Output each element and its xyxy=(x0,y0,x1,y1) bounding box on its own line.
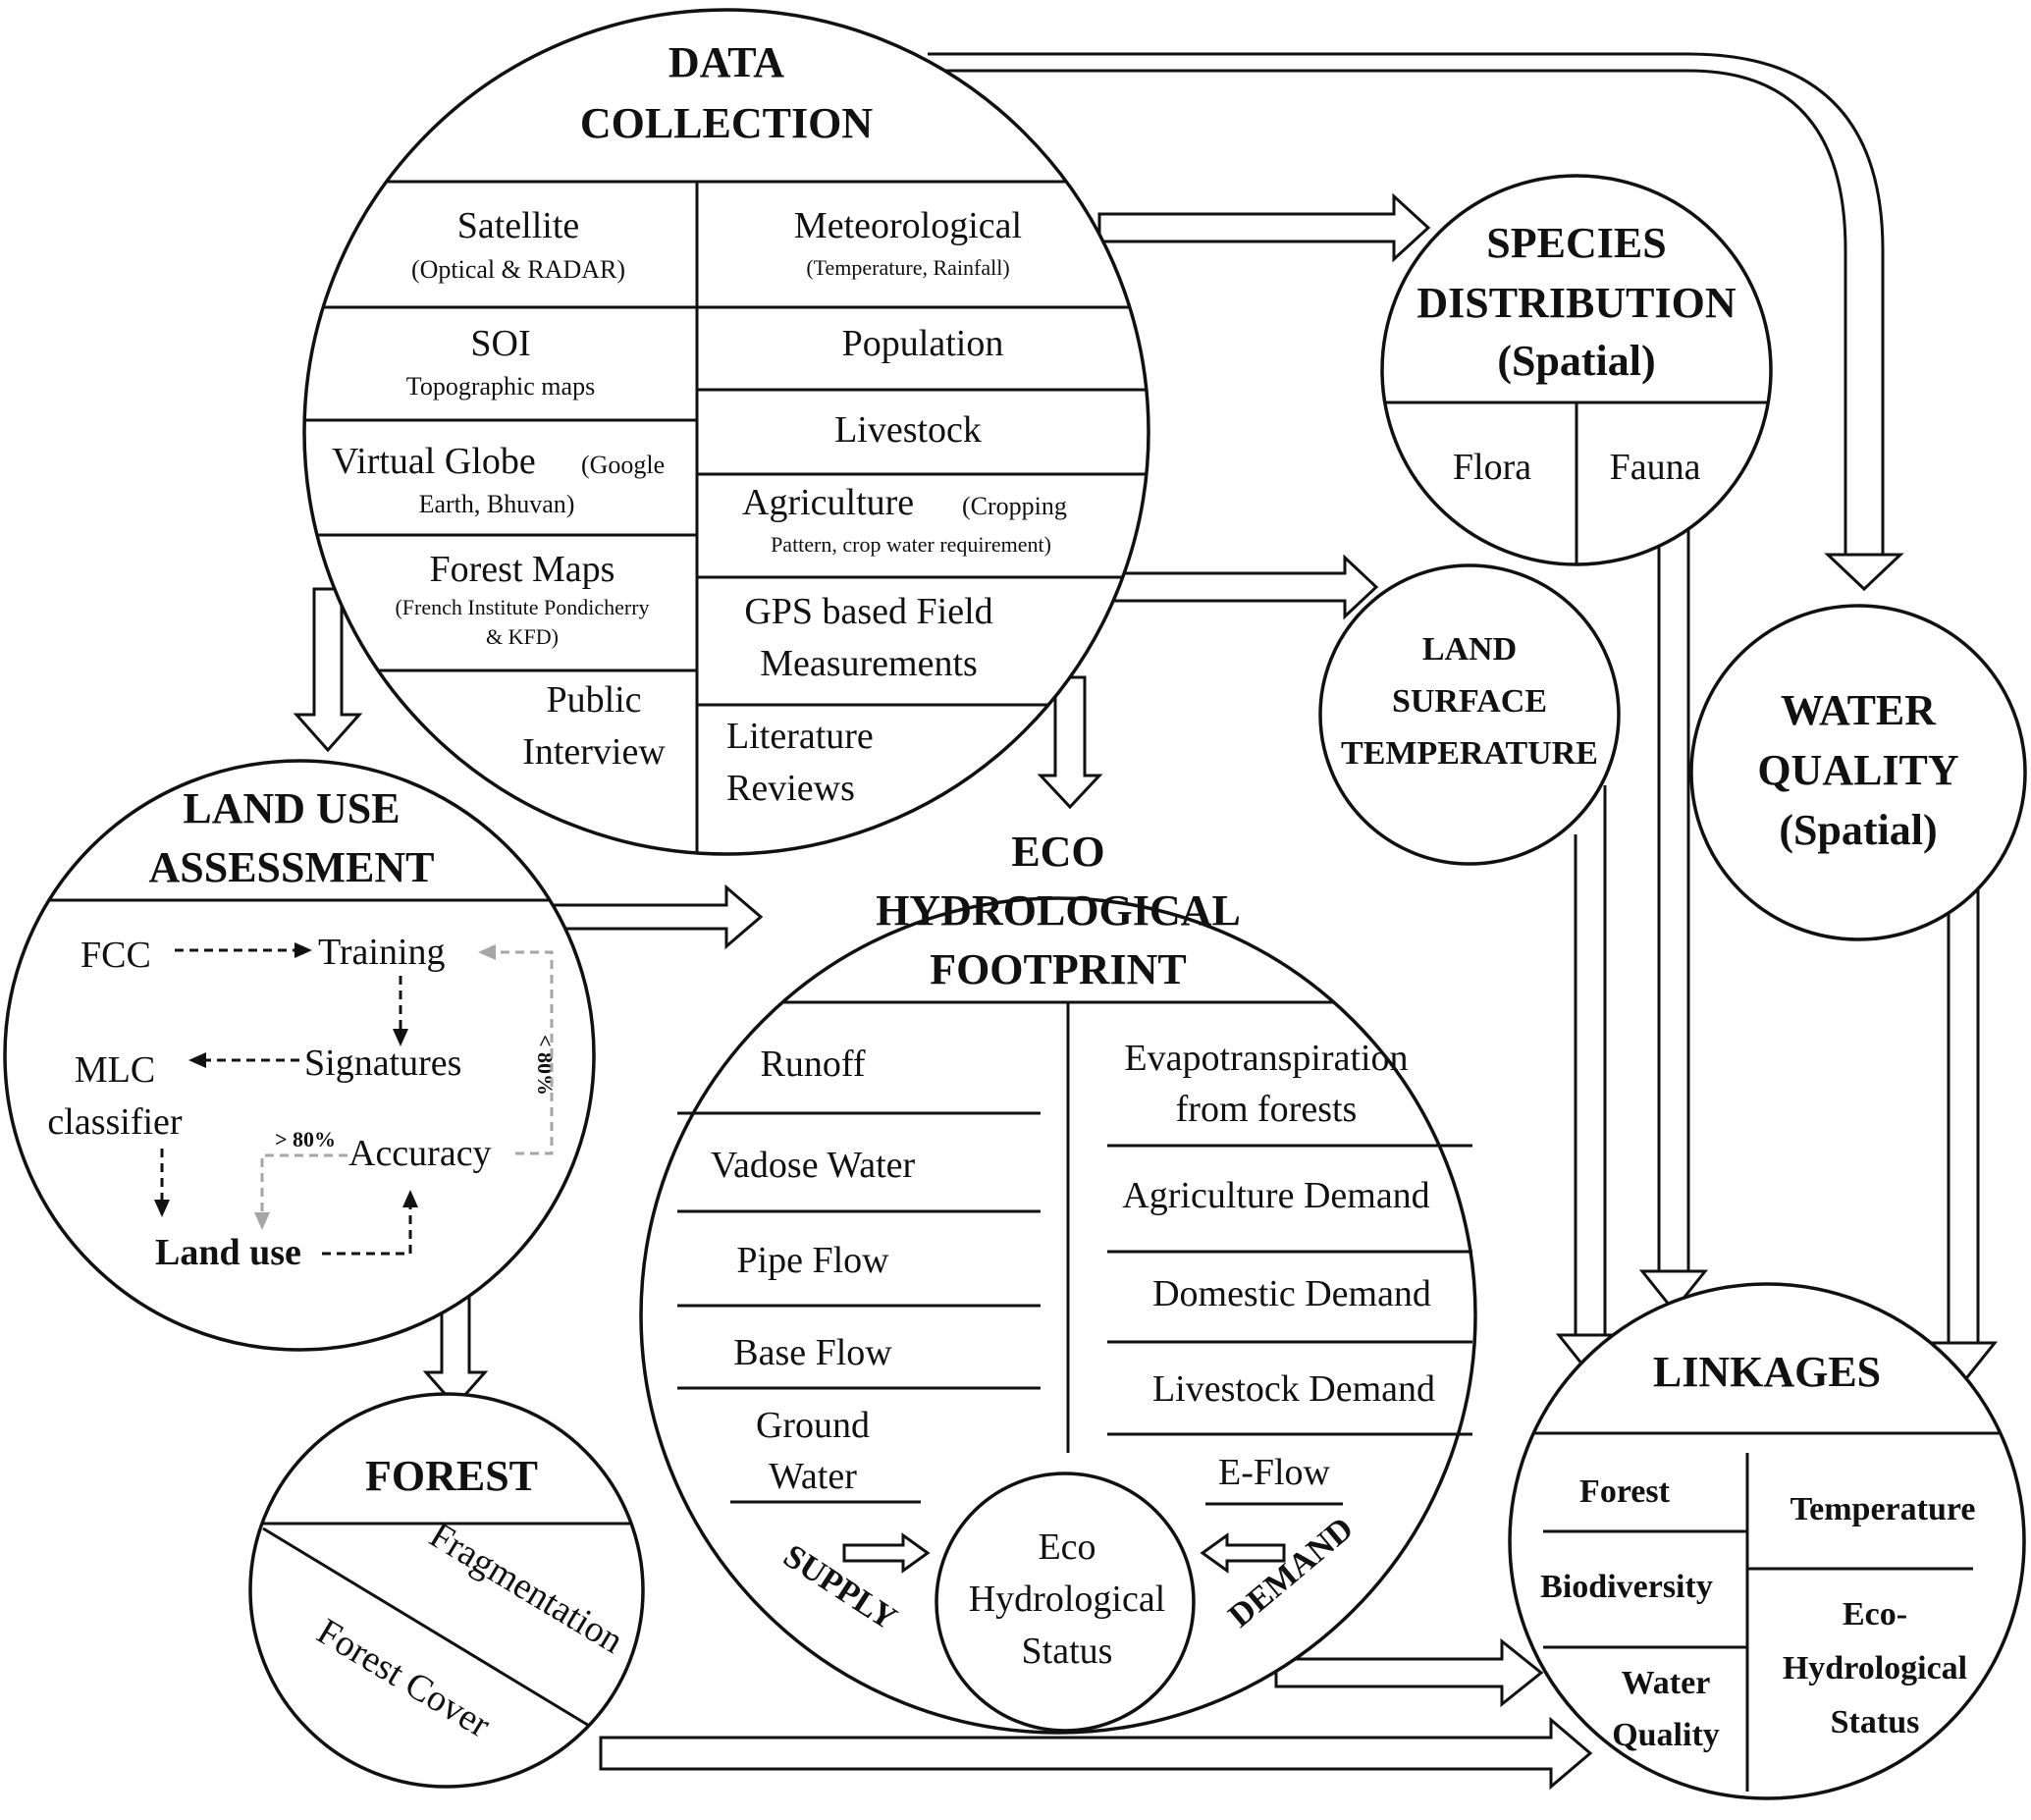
data-collection-title-1: DATA xyxy=(668,38,784,86)
livestock-label: Livestock xyxy=(834,409,982,451)
arrow-land-use-to-forest xyxy=(422,1284,489,1409)
forest-maps-sub1: (French Institute Pondicherry xyxy=(395,595,649,619)
evapo-label-1: Evapotranspiration xyxy=(1124,1038,1408,1079)
arrow-dc-to-species xyxy=(1097,192,1431,263)
land-use-title-1: LAND USE xyxy=(183,784,400,832)
accuracy-label: Accuracy xyxy=(348,1133,492,1174)
pipe-flow-label: Pipe Flow xyxy=(736,1240,889,1281)
arrow-dc-to-water-quality xyxy=(928,52,1885,555)
lt80-label: < 80% xyxy=(533,1035,558,1096)
literature-label-1: Literature xyxy=(726,716,874,757)
arrow-dc-to-land-use xyxy=(293,587,363,753)
lst-title-1: LAND xyxy=(1422,631,1517,668)
eco-status-circle xyxy=(935,1472,1196,1733)
water-quality-title-3: (Spatial) xyxy=(1779,806,1937,854)
linkages-eco-2: Hydrological xyxy=(1783,1650,1967,1686)
eco-status-2: Hydrological xyxy=(969,1579,1166,1620)
data-collection-circle: DATA COLLECTION Satellite (Optical & RAD… xyxy=(302,8,1150,856)
virtual-globe-sub2: Earth, Bhuvan) xyxy=(419,490,575,518)
eflow-label: E-Flow xyxy=(1218,1452,1331,1493)
eco-title-2: HYDROLOGICAL xyxy=(876,886,1241,935)
linkages-water-1: Water xyxy=(1622,1665,1711,1701)
data-collection-title-2: COLLECTION xyxy=(580,99,874,147)
water-quality-title-2: QUALITY xyxy=(1757,746,1958,794)
mlc-label-1: MLC xyxy=(75,1049,155,1091)
signatures-label: Signatures xyxy=(304,1043,461,1084)
virtual-globe-label: Virtual Globe xyxy=(332,441,536,482)
public-label-1: Public xyxy=(546,679,641,721)
flora-label: Flora xyxy=(1453,447,1531,488)
soi-sub: Topographic maps xyxy=(406,372,595,401)
land-use-assessment-circle: LAND USE ASSESSMENT FCC Training Signatu… xyxy=(3,759,596,1352)
soi-label: SOI xyxy=(470,323,530,364)
linkages-water-2: Quality xyxy=(1612,1717,1720,1753)
training-label: Training xyxy=(318,932,446,973)
gps-label-1: GPS based Field xyxy=(744,591,992,632)
land-surface-temperature-circle: LAND SURFACE TEMPERATURE xyxy=(1318,563,1621,866)
agriculture-sub2: Pattern, crop water requirement) xyxy=(771,532,1051,557)
species-distribution-circle: SPECIES DISTRIBUTION (Spatial) Flora Fau… xyxy=(1380,174,1773,566)
eco-hydrological-footprint-circle: ECO HYDROLOGICAL FOOTPRINT Runoff Vadose… xyxy=(639,828,1477,1735)
vadose-water-label: Vadose Water xyxy=(711,1145,916,1186)
linkages-eco-1: Eco- xyxy=(1843,1596,1907,1633)
fcc-label: FCC xyxy=(80,935,151,976)
linkages-temperature: Temperature xyxy=(1790,1491,1976,1527)
arrow-dc-to-lst xyxy=(1097,554,1379,620)
fauna-label: Fauna xyxy=(1610,447,1701,488)
population-label: Population xyxy=(842,323,1004,364)
species-title-2: DISTRIBUTION xyxy=(1416,279,1736,327)
linkages-title: LINKAGES xyxy=(1653,1348,1881,1396)
literature-label-2: Reviews xyxy=(726,768,855,809)
forest-circle: FOREST Fragmentation Forest Cover xyxy=(248,1392,645,1789)
mlc-label-2: classifier xyxy=(47,1101,183,1143)
eco-title-1: ECO xyxy=(1011,828,1104,876)
arrow-eco-to-linkages xyxy=(1274,1637,1544,1708)
forest-maps-label: Forest Maps xyxy=(430,549,615,590)
linkages-biodiversity: Biodiversity xyxy=(1540,1569,1713,1605)
linkages-eco-3: Status xyxy=(1831,1704,1920,1740)
gt80-label: > 80% xyxy=(275,1127,336,1151)
forest-title: FOREST xyxy=(365,1452,538,1500)
water-quality-circle: WATER QUALITY (Spatial) xyxy=(1689,604,2027,941)
arrow-land-use-to-eco xyxy=(548,883,764,950)
agri-demand-label: Agriculture Demand xyxy=(1122,1175,1429,1216)
species-title-1: SPECIES xyxy=(1486,219,1666,267)
evapo-label-2: from forests xyxy=(1176,1089,1358,1130)
ground-water-label-2: Water xyxy=(769,1456,857,1497)
land-use-label: Land use xyxy=(155,1232,301,1273)
water-quality-title-1: WATER xyxy=(1781,686,1937,734)
supply-arrow xyxy=(842,1532,931,1574)
public-label-2: Interview xyxy=(522,731,666,773)
satellite-sub: (Optical & RADAR) xyxy=(411,255,625,284)
ground-water-label-1: Ground xyxy=(756,1405,870,1446)
eco-status-3: Status xyxy=(1022,1631,1113,1672)
runoff-label: Runoff xyxy=(761,1044,866,1085)
agriculture-label: Agriculture xyxy=(742,482,914,523)
livestock-demand-label: Livestock Demand xyxy=(1152,1368,1435,1410)
lst-title-2: SURFACE xyxy=(1392,683,1547,720)
eco-title-3: FOOTPRINT xyxy=(930,945,1187,993)
virtual-globe-sub1: (Google xyxy=(581,451,665,479)
meteorological-sub: (Temperature, Rainfall) xyxy=(806,255,1009,280)
arrow-forest-to-linkages xyxy=(599,1716,1593,1791)
land-use-title-2: ASSESSMENT xyxy=(148,843,434,891)
base-flow-label: Base Flow xyxy=(733,1332,892,1373)
forest-maps-sub2: & KFD) xyxy=(486,624,559,649)
lst-title-3: TEMPERATURE xyxy=(1341,735,1598,772)
linkages-circle: LINKAGES Forest Temperature Biodiversity… xyxy=(1508,1282,2026,1800)
arrow-dc-to-eco xyxy=(1037,675,1103,810)
domestic-demand-label: Domestic Demand xyxy=(1152,1273,1431,1314)
species-title-3: (Spatial) xyxy=(1497,337,1655,385)
agriculture-sub1: (Cropping xyxy=(962,492,1067,520)
meteorological-label: Meteorological xyxy=(794,205,1022,246)
eco-status-1: Eco xyxy=(1038,1526,1096,1568)
gps-label-2: Measurements xyxy=(760,643,978,684)
connector-arrows xyxy=(293,52,1999,1791)
demand-arrow xyxy=(1200,1532,1286,1574)
linkages-forest: Forest xyxy=(1579,1473,1671,1510)
satellite-label: Satellite xyxy=(457,205,580,246)
